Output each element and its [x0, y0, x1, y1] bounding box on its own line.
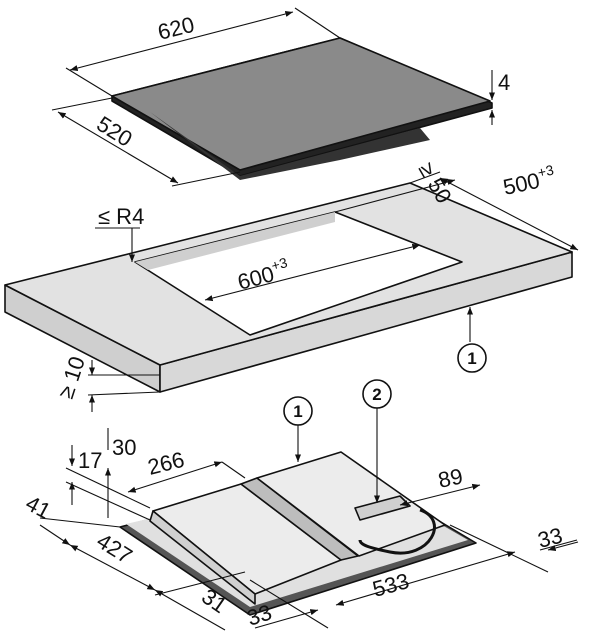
dim-89: 89 [436, 463, 465, 493]
callout-1b-label: 1 [293, 402, 302, 421]
dim-500-tol: +3 [536, 162, 555, 181]
callout-2-label: 2 [372, 385, 381, 404]
dim-4: 4 [498, 70, 510, 95]
dim-heights: 17 30 [65, 428, 151, 521]
dim-10: ≥ 10 [53, 353, 90, 401]
callout-1-module: 1 [283, 396, 313, 462]
dim-r4: ≤ R4 [98, 204, 144, 229]
dim-500: 500 [501, 168, 542, 200]
dim-33-right: 33 [535, 523, 565, 553]
dim-glass-thickness: 4 [488, 70, 510, 125]
callout-1-worktop: 1 [457, 307, 487, 373]
dim-connection-box: 89 [399, 463, 481, 507]
dim-module-width: 266 [127, 447, 246, 493]
dim-520: 520 [92, 111, 136, 152]
dim-600-tol: +3 [270, 254, 290, 274]
worktop [4, 182, 573, 393]
dim-corner-radius: ≤ R4 [95, 204, 144, 262]
callout-2: 2 [362, 379, 392, 503]
svg-text:500+3: 500+3 [500, 162, 558, 200]
callout-1-label: 1 [467, 349, 476, 368]
dim-17: 17 [78, 448, 102, 473]
hob-glass [111, 37, 493, 180]
dim-620: 620 [155, 12, 197, 45]
dim-30: 30 [112, 435, 136, 460]
